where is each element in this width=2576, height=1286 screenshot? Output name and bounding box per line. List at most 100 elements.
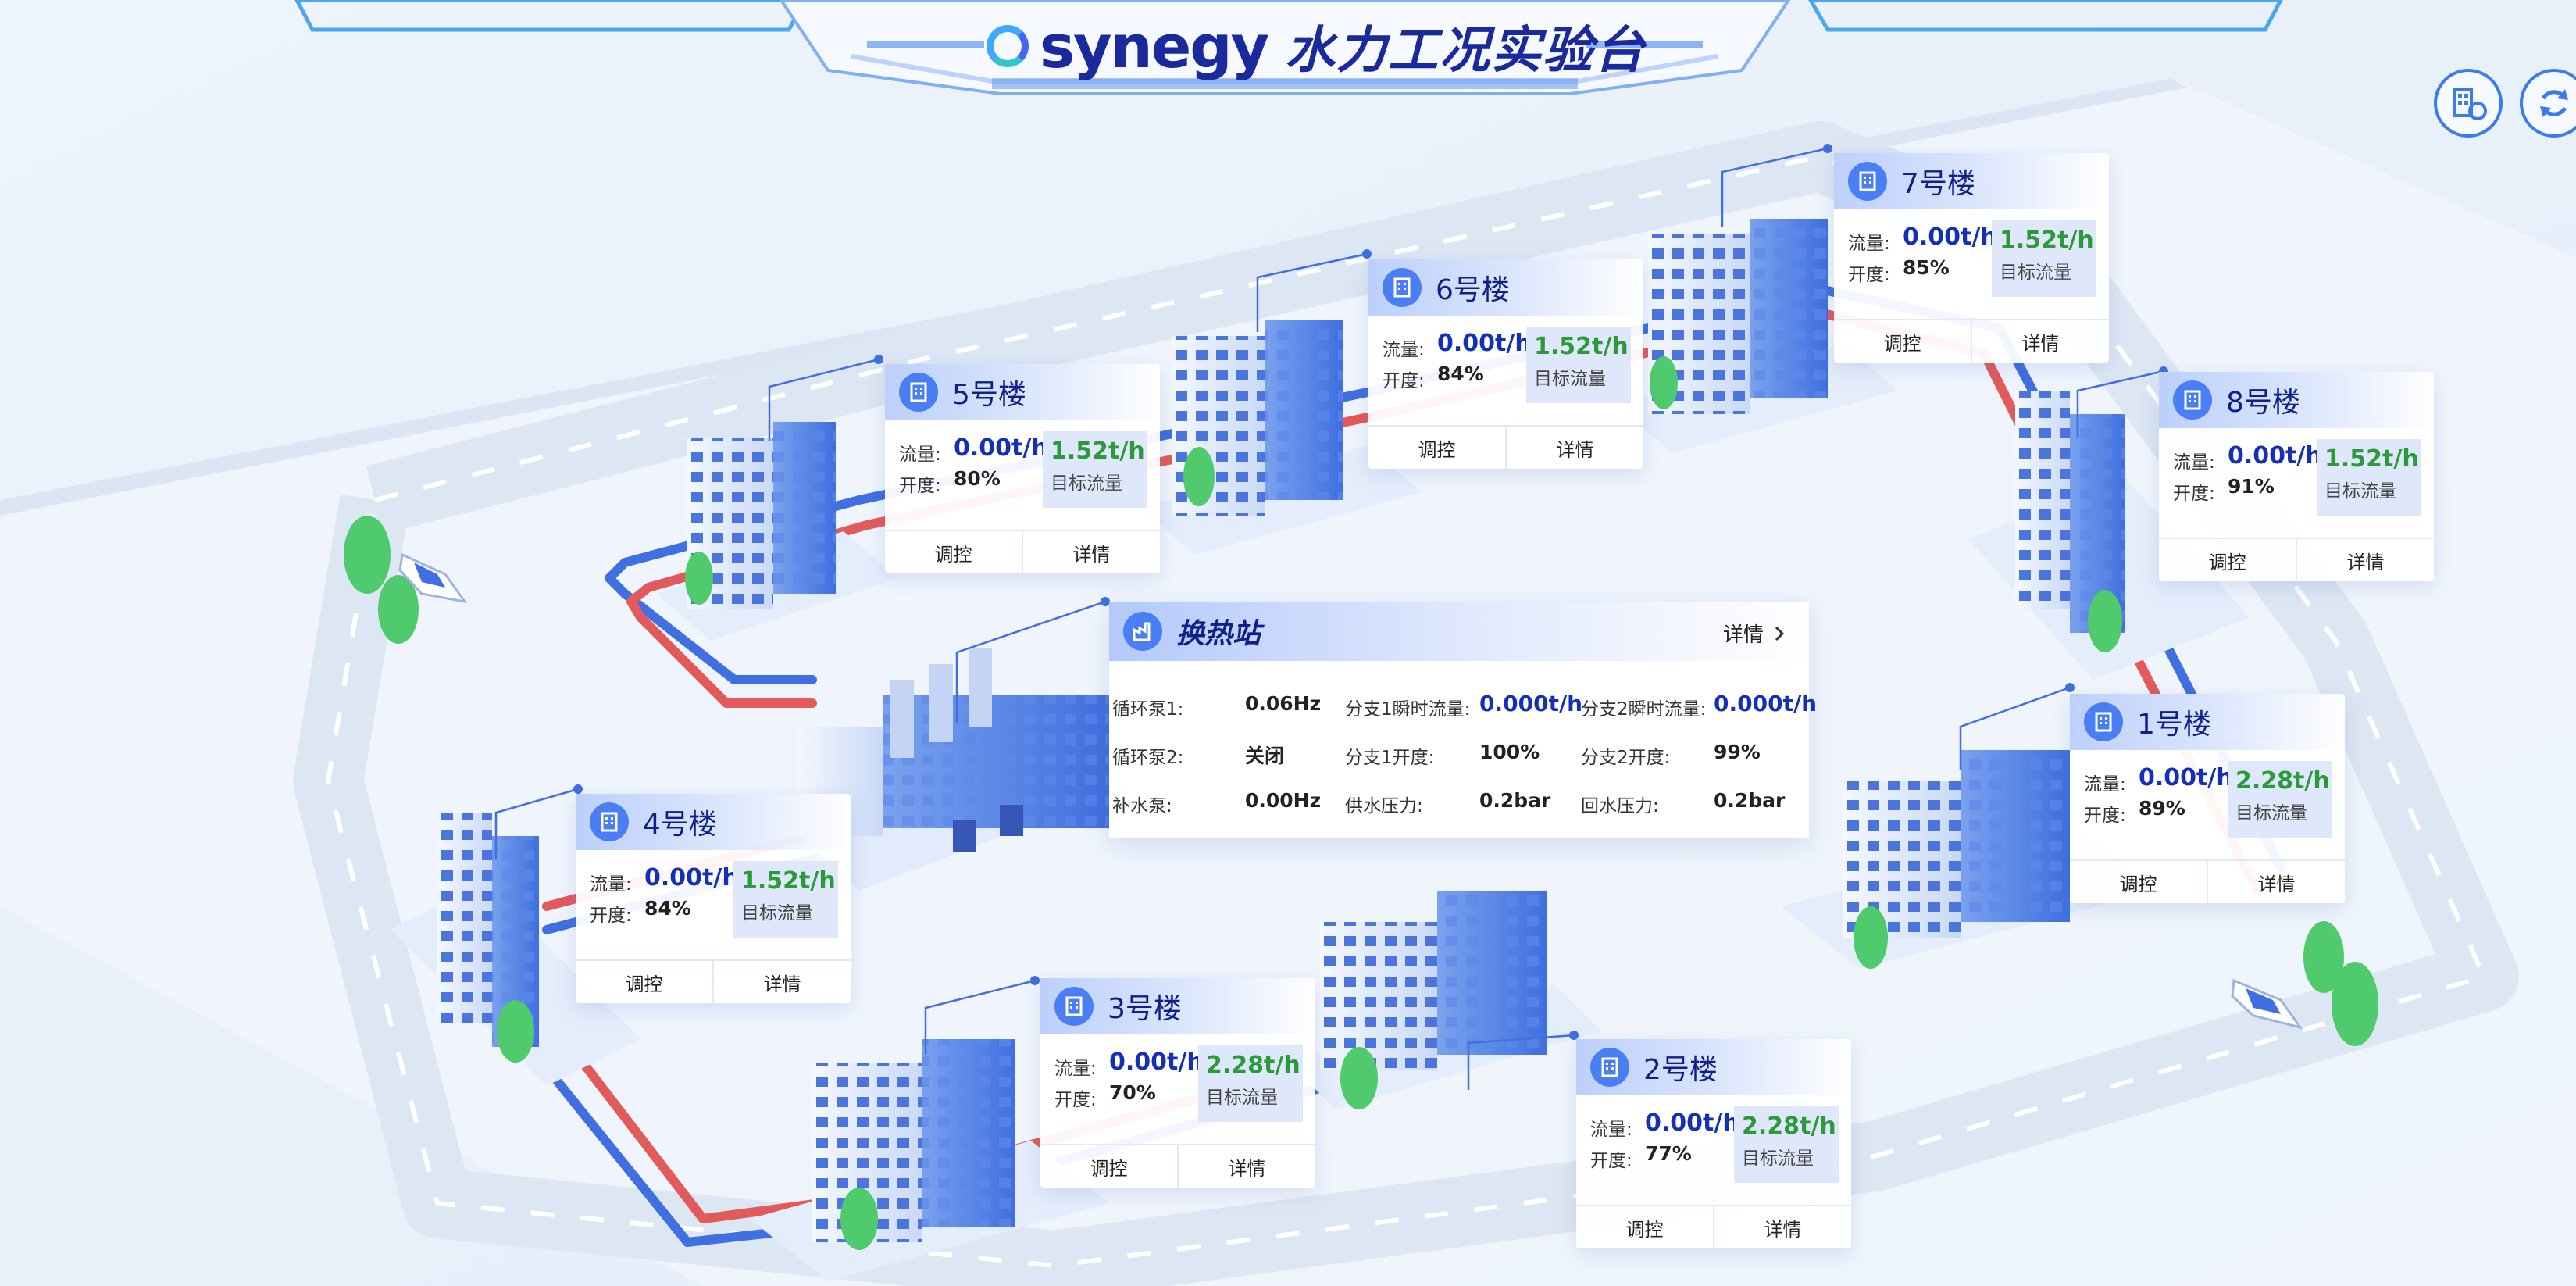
target-flow-label: 目标流量 xyxy=(1534,369,1606,389)
detail-button[interactable]: 详情 xyxy=(1713,1206,1851,1248)
adjust-button[interactable]: 调控 xyxy=(1418,438,1456,461)
branch2-opening-label: 分支2开度: xyxy=(1581,748,1671,768)
opening-label: 开度: xyxy=(1383,371,1425,391)
flow-label: 流量: xyxy=(590,874,632,895)
detail-button[interactable]: 详情 xyxy=(1177,1145,1315,1188)
branch1-flow-value: 0.000t/h xyxy=(1479,691,1583,716)
station-title: 换热站 xyxy=(1176,618,1261,650)
station-detail-link[interactable]: 详情 xyxy=(1723,619,1786,648)
flow-value: 0.00t/h xyxy=(644,864,739,891)
building-card-3: 3号楼 流量: 0.00t/h 开度: 70% 2.28t/h 目标流量 调控 … xyxy=(1040,978,1315,1188)
target-flow-label: 目标流量 xyxy=(1742,1148,1814,1169)
detail-button[interactable]: 详情 xyxy=(2207,861,2345,903)
target-flow-value: 1.52t/h xyxy=(1534,333,1629,360)
card-header: 7号楼 xyxy=(1834,153,2109,209)
building-card-7: 7号楼 流量: 0.00t/h 开度: 85% 1.52t/h 目标流量 调控 … xyxy=(1834,153,2109,363)
flow-value: 0.00t/h xyxy=(1645,1109,1739,1137)
target-flow-label: 目标流量 xyxy=(1206,1088,1278,1108)
target-flow-box: 1.52t/h 目标流量 xyxy=(1992,220,2096,297)
opening-value: 84% xyxy=(1437,363,1484,385)
card-actions: 调控 详情 xyxy=(1368,425,1643,469)
card-header: 5号楼 xyxy=(885,364,1160,420)
makeup-pump-value: 0.00Hz xyxy=(1245,789,1322,812)
adjust-button[interactable]: 调控 xyxy=(1883,332,1921,355)
opening-label: 开度: xyxy=(2173,484,2215,504)
opening-label: 开度: xyxy=(1054,1090,1097,1110)
target-flow-label: 目标流量 xyxy=(2235,803,2307,823)
target-flow-value: 1.52t/h xyxy=(2324,445,2419,473)
building-icon xyxy=(1054,987,1094,1026)
card-actions: 调控 详情 xyxy=(2070,859,2345,903)
building-refresh-icon xyxy=(2453,88,2487,120)
branch1-flow-label: 分支1瞬时流量: xyxy=(1345,699,1471,720)
adjust-button[interactable]: 调控 xyxy=(934,543,972,566)
pump1-value: 0.06Hz xyxy=(1245,692,1322,715)
card-header: 6号楼 xyxy=(1368,259,1643,316)
makeup-pump-label: 补水泵: xyxy=(1112,796,1172,816)
flow-label: 流量: xyxy=(2084,774,2126,795)
card-actions: 调控 详情 xyxy=(1834,319,2109,363)
flow-value: 0.00t/h xyxy=(2139,764,2233,791)
opening-value: 84% xyxy=(644,897,691,920)
opening-label: 开度: xyxy=(1848,265,1890,285)
flow-value: 0.00t/h xyxy=(1903,223,1997,251)
card-header: 2号楼 xyxy=(1576,1039,1851,1095)
building-card-6: 6号楼 流量: 0.00t/h 开度: 84% 1.52t/h 目标流量 调控 … xyxy=(1368,259,1643,469)
pump2-value: 关闭 xyxy=(1245,745,1285,767)
card-actions: 调控 详情 xyxy=(1576,1205,1851,1248)
flow-label: 流量: xyxy=(899,445,941,465)
target-flow-box: 1.52t/h 目标流量 xyxy=(1043,431,1147,508)
target-flow-value: 1.52t/h xyxy=(1051,438,1145,465)
flow-label: 流量: xyxy=(1848,234,1890,254)
opening-value: 77% xyxy=(1645,1142,1692,1165)
flow-value: 0.00t/h xyxy=(954,434,1048,462)
building-refresh-button[interactable] xyxy=(2434,69,2503,138)
target-flow-label: 目标流量 xyxy=(2000,263,2071,283)
card-header: 3号楼 xyxy=(1040,978,1315,1034)
target-flow-value: 2.28t/h xyxy=(1206,1052,1300,1079)
flow-value: 0.00t/h xyxy=(1109,1048,1204,1076)
detail-button[interactable]: 详情 xyxy=(2296,539,2434,581)
branch1-opening-label: 分支1开度: xyxy=(1345,748,1435,768)
building-name: 7号楼 xyxy=(1901,168,1975,200)
refresh-button[interactable] xyxy=(2520,69,2576,138)
opening-label: 开度: xyxy=(899,476,941,496)
flow-value: 0.00t/h xyxy=(1437,330,1532,357)
flow-label: 流量: xyxy=(1590,1120,1632,1140)
branch2-flow-label: 分支2瞬时流量: xyxy=(1581,699,1707,720)
detail-button[interactable]: 详情 xyxy=(1505,427,1643,469)
card-actions: 调控 详情 xyxy=(576,959,851,1003)
adjust-button[interactable]: 调控 xyxy=(625,973,663,995)
adjust-button[interactable]: 调控 xyxy=(1625,1218,1664,1241)
card-actions: 调控 详情 xyxy=(885,530,1160,573)
building-card-2: 2号楼 流量: 0.00t/h 开度: 77% 2.28t/h 目标流量 调控 … xyxy=(1576,1039,1851,1248)
building-name: 3号楼 xyxy=(1108,993,1182,1025)
building-card-8: 8号楼 流量: 0.00t/h 开度: 91% 1.52t/h 目标流量 调控 … xyxy=(2159,372,2434,581)
target-flow-value: 2.28t/h xyxy=(2235,767,2330,795)
adjust-button[interactable]: 调控 xyxy=(2208,551,2246,573)
card-actions: 调控 详情 xyxy=(1040,1144,1315,1188)
detail-button[interactable]: 详情 xyxy=(1971,320,2109,363)
detail-button[interactable]: 详情 xyxy=(712,961,851,1003)
card-header: 1号楼 xyxy=(2070,694,2345,750)
card-header: 8号楼 xyxy=(2159,372,2434,428)
target-flow-label: 目标流量 xyxy=(2324,481,2396,502)
opening-value: 91% xyxy=(2228,475,2275,498)
opening-value: 89% xyxy=(2139,797,2185,820)
building-name: 4号楼 xyxy=(643,809,717,841)
adjust-button[interactable]: 调控 xyxy=(2119,873,2157,895)
page-title: 水力工况实验台 xyxy=(1285,22,1647,80)
flow-label: 流量: xyxy=(1383,340,1425,360)
building-card-4: 4号楼 流量: 0.00t/h 开度: 84% 1.52t/h 目标流量 调控 … xyxy=(576,794,851,1003)
card-actions: 调控 详情 xyxy=(2159,538,2434,581)
header-title: synegy 水力工况实验台 xyxy=(773,11,1859,81)
target-flow-box: 1.52t/h 目标流量 xyxy=(1526,327,1631,403)
branch2-opening-value: 99% xyxy=(1714,741,1761,763)
building-name: 8号楼 xyxy=(2226,387,2300,419)
detail-button[interactable]: 详情 xyxy=(1022,531,1160,573)
station-header: 换热站 xyxy=(1109,602,1809,661)
adjust-button[interactable]: 调控 xyxy=(1090,1157,1128,1180)
opening-label: 开度: xyxy=(2084,806,2126,826)
target-flow-box: 1.52t/h 目标流量 xyxy=(2317,439,2421,516)
target-flow-box: 1.52t/h 目标流量 xyxy=(733,861,838,938)
